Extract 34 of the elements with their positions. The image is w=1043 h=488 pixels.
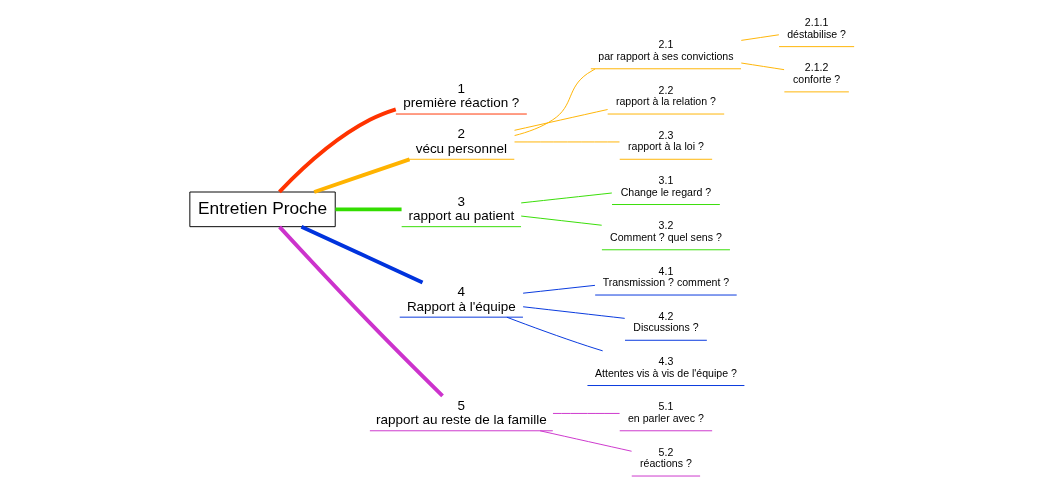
connector	[277, 225, 444, 398]
connector	[505, 316, 603, 352]
connector	[513, 109, 608, 131]
node-box: Entretien Proche	[188, 191, 336, 228]
node-text: 4.3 Attentes vis à vis de l'équipe ?	[594, 355, 737, 379]
connector	[552, 412, 620, 414]
connector	[513, 68, 596, 136]
node-text: 3.2 Comment ? quel sens ?	[609, 219, 722, 243]
node-text: 2.1.1 déstabilise ?	[786, 16, 846, 40]
node-text: 1 première réaction ?	[402, 81, 519, 111]
connector	[740, 62, 785, 71]
node-text: 5.1 en parler avec ?	[627, 400, 704, 424]
node-text: 2.3 rapport à la loi ?	[627, 128, 704, 153]
connector	[300, 225, 423, 285]
node-text: 2 vécu personnel	[415, 126, 507, 156]
node-text: 4 Rapport à l'équipe	[406, 284, 516, 314]
connector	[313, 157, 410, 194]
node-text: 3 rapport au patient	[408, 193, 514, 224]
connector	[539, 430, 632, 452]
node-text: 5.2 réactions ?	[639, 445, 692, 470]
connector	[520, 215, 602, 226]
connector	[522, 284, 595, 294]
node-text: 4.2 Discussions ?	[632, 309, 699, 334]
connector	[520, 192, 612, 204]
node-text: 3.1 Change le regard ?	[620, 174, 711, 198]
node-text: 2.1.2 conforte ?	[792, 61, 840, 86]
connector	[277, 107, 396, 194]
connector	[740, 34, 779, 41]
node-text: 2.1 par rapport à ses convictions	[597, 38, 734, 62]
node-text: 5 rapport au reste de la famille	[375, 397, 547, 428]
node-text: 2.2 rapport à la relation ?	[615, 83, 716, 108]
connector	[334, 207, 402, 212]
node-text: 4.1 Transmission ? comment ?	[602, 264, 729, 289]
connector	[522, 306, 625, 319]
